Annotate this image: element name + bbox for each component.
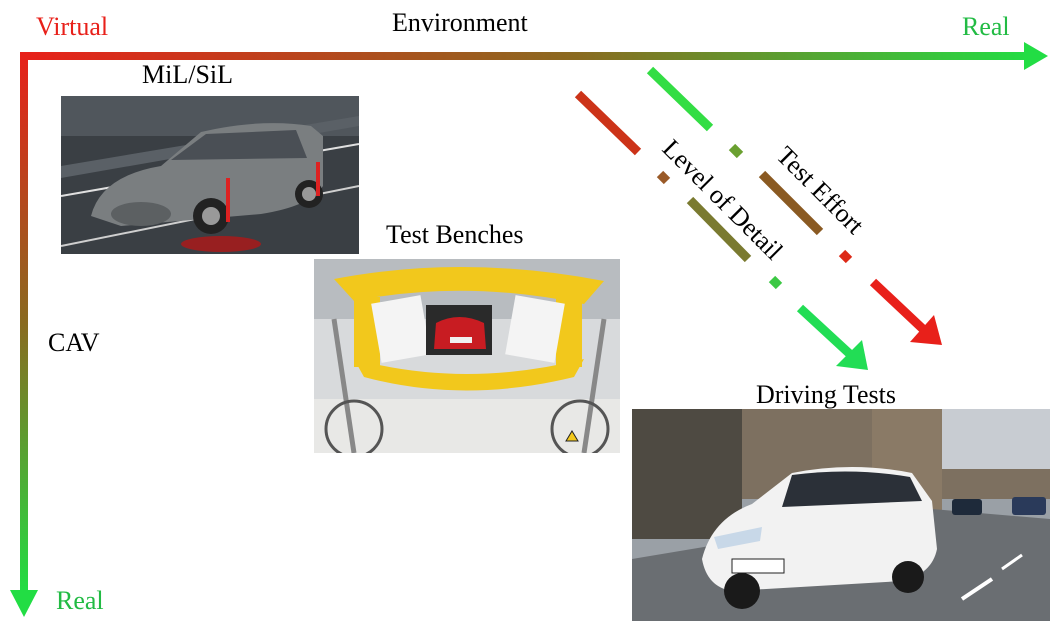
mil-sil-simulation-image bbox=[61, 96, 359, 254]
test-effort-label: Test Effort bbox=[771, 141, 871, 241]
axis-vertical-real-label: Real bbox=[56, 586, 104, 615]
axis-virtual-label: Virtual bbox=[36, 12, 109, 41]
stage-label-mil-sil: MiL/SiL bbox=[142, 60, 234, 89]
test-effort-arrow bbox=[574, 90, 942, 345]
cav-axis-title: CAV bbox=[48, 328, 100, 357]
cav-axis bbox=[10, 52, 38, 617]
stage-label-driving-tests: Driving Tests bbox=[756, 380, 896, 409]
environment-axis-title: Environment bbox=[392, 8, 528, 37]
level-of-detail-label: Level of Detail bbox=[657, 134, 789, 266]
test-bench-image bbox=[314, 259, 620, 453]
driving-test-image bbox=[632, 409, 1050, 621]
level-of-detail-arrow bbox=[646, 66, 868, 370]
stage-label-test-benches: Test Benches bbox=[386, 220, 524, 249]
environment-axis bbox=[20, 42, 1048, 70]
axis-horizontal-real-label: Real bbox=[962, 12, 1010, 41]
